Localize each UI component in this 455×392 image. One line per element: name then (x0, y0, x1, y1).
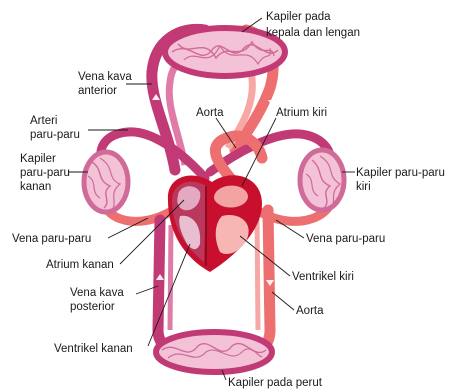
label-kapiler-kepala-1: Kapiler pada (266, 11, 331, 23)
right-lung-capillary-bed (300, 150, 344, 210)
label-kapiler-paru-kanan-3: kanan (20, 181, 51, 193)
label-kapiler-paru-kiri-2: kiri (356, 181, 371, 193)
label-arteri-paru-2: paru-paru (30, 129, 80, 141)
label-ventrikel-kiri: Ventrikel kiri (292, 271, 354, 283)
label-aorta-bottom: Aorta (296, 305, 324, 317)
label-atrium-kiri: Atrium kiri (276, 107, 327, 119)
left-lung-capillary-bed (84, 152, 128, 212)
label-arteri-paru-1: Arteri (30, 115, 57, 127)
heart (168, 175, 262, 272)
label-atrium-kanan: Atrium kanan (46, 259, 114, 271)
label-vena-paru-right: Vena paru-paru (306, 233, 385, 245)
label-vena-kava-anterior-1: Vena kava (78, 71, 132, 83)
label-kapiler-paru-kanan-2: paru-paru (20, 167, 70, 179)
label-kapiler-paru-kanan-1: Kapiler (20, 153, 56, 165)
label-kapiler-kepala-2: kepala dan lengan (266, 27, 360, 39)
label-ventrikel-kanan: Ventrikel kanan (54, 343, 133, 355)
label-kapiler-perut: Kapiler pada perut (228, 377, 323, 389)
label-kapiler-paru-kiri-1: Kapiler paru-paru (356, 167, 445, 179)
label-aorta-top: Aorta (196, 107, 224, 119)
ventrikel-kiri-chamber (216, 215, 249, 254)
label-vena-kava-posterior-2: posterior (70, 301, 115, 313)
label-vena-kava-posterior-1: Vena kava (70, 287, 124, 299)
label-vena-paru-left: Vena paru-paru (12, 233, 91, 245)
abdomen-capillary-bed (156, 332, 272, 372)
label-vena-kava-anterior-2: anterior (78, 85, 117, 97)
